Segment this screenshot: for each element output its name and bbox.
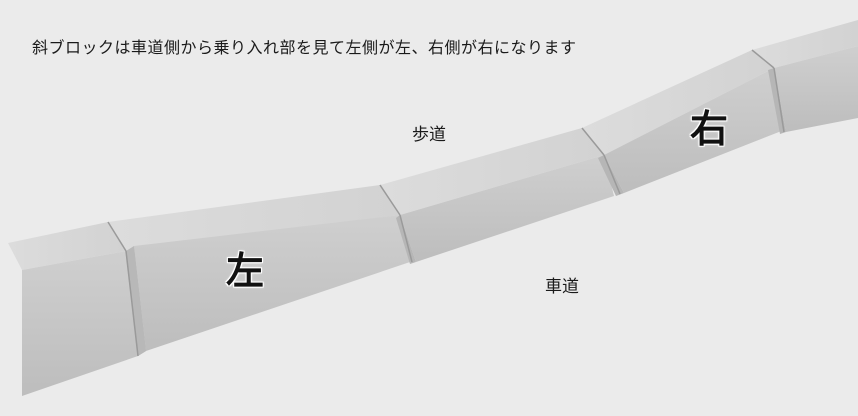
block-joints xyxy=(107,49,785,357)
right-block-label: 右 xyxy=(690,107,729,151)
roadway-label: 車道 xyxy=(545,277,579,297)
left-block-label: 左 xyxy=(226,249,265,293)
caption-text: 斜ブロックは車道側から乗り入れ部を見て左側が左、右側が右になります xyxy=(32,38,577,57)
sidewalk-label: 歩道 xyxy=(412,125,446,145)
sloped-block-left xyxy=(108,185,410,356)
sloped-block-right xyxy=(582,50,784,196)
standard-block-center xyxy=(380,128,614,264)
